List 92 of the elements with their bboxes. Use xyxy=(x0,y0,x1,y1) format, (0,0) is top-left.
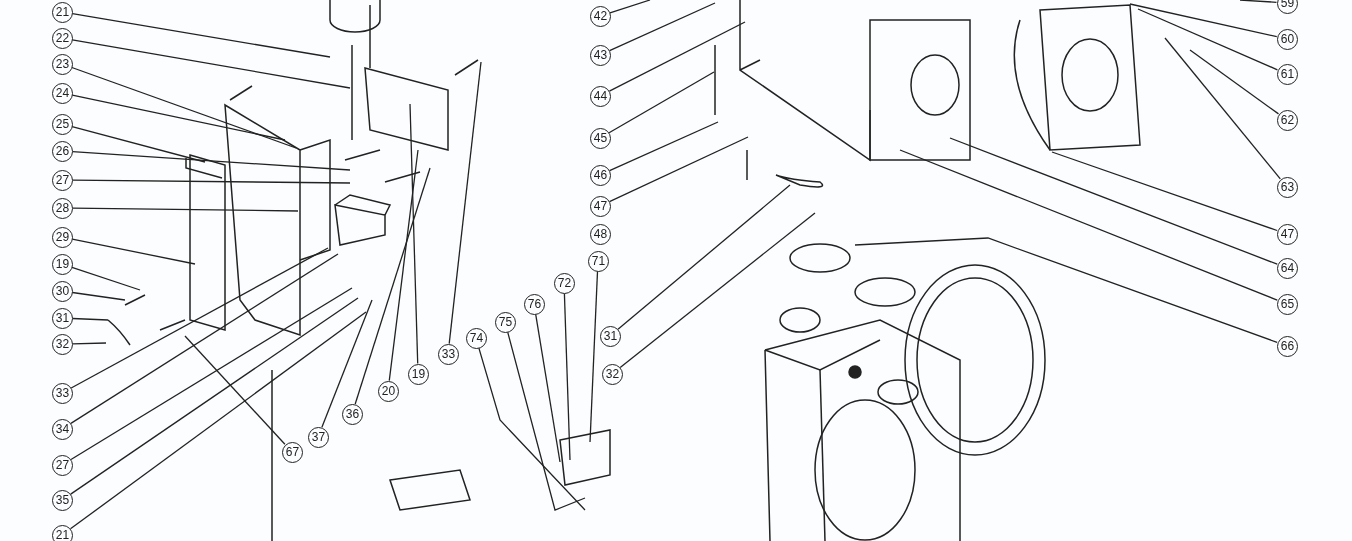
callout-number: 21 xyxy=(52,2,73,23)
callout-number: 64 xyxy=(1277,258,1298,279)
callout-number: 71 xyxy=(588,251,609,272)
callout-number: 62 xyxy=(1277,110,1298,131)
leader-line xyxy=(71,317,109,321)
leader-line xyxy=(1164,37,1281,180)
callout-number: 67 xyxy=(282,442,303,463)
callout-number: 65 xyxy=(1277,294,1298,315)
callout-number: 19 xyxy=(408,364,429,385)
callout-number: 31 xyxy=(52,308,73,329)
callout-number: 27 xyxy=(52,170,73,191)
callout-number: 22 xyxy=(52,28,73,49)
leader-line xyxy=(71,151,351,171)
leader-line xyxy=(1137,8,1279,71)
callout-number: 72 xyxy=(554,273,575,294)
leader-line xyxy=(608,2,716,52)
leader-line xyxy=(71,66,297,149)
callout-number: 63 xyxy=(1277,177,1298,198)
callout-number: 47 xyxy=(1277,224,1298,245)
leader-line xyxy=(409,103,419,365)
leader-line xyxy=(899,149,1278,301)
leader-line xyxy=(589,270,599,443)
leader-line xyxy=(608,71,715,134)
leader-line xyxy=(70,297,359,495)
callout-number: 60 xyxy=(1277,29,1298,50)
leader-line xyxy=(71,13,331,58)
leader-line xyxy=(448,61,482,345)
leader-line xyxy=(617,184,791,330)
callout-number: 31 xyxy=(600,326,621,347)
callout-number: 45 xyxy=(590,128,611,149)
callout-number: 33 xyxy=(52,383,73,404)
leader-line xyxy=(354,167,431,405)
callout-number: 32 xyxy=(602,364,623,385)
leader-line xyxy=(71,266,141,291)
callout-number: 34 xyxy=(52,419,73,440)
leader-line xyxy=(71,39,351,89)
leader-line xyxy=(321,299,373,428)
leader-line xyxy=(70,253,339,425)
callout-number: 25 xyxy=(52,114,73,135)
callout-number: 27 xyxy=(52,455,73,476)
callout-number: 24 xyxy=(52,83,73,104)
callout-number: 33 xyxy=(438,344,459,365)
callout-number: 44 xyxy=(590,86,611,107)
callout-number: 36 xyxy=(342,404,363,425)
leader-line xyxy=(619,212,816,369)
callout-number: 46 xyxy=(590,165,611,186)
leader-line xyxy=(71,238,196,265)
callout-number: 32 xyxy=(52,334,73,355)
callout-number: 26 xyxy=(52,141,73,162)
callout-number: 42 xyxy=(590,6,611,27)
callout-number: 47 xyxy=(590,196,611,217)
leader-line xyxy=(71,207,299,212)
leader-line xyxy=(1239,0,1278,3)
callout-number: 23 xyxy=(52,54,73,75)
leader-line xyxy=(388,149,419,382)
callout-number: 61 xyxy=(1277,64,1298,85)
callout-number: 43 xyxy=(590,45,611,66)
callout-number: 37 xyxy=(308,427,329,448)
callout-number: 35 xyxy=(52,490,73,511)
callout-number: 30 xyxy=(52,281,73,302)
leader-line xyxy=(71,94,286,141)
leader-line xyxy=(1129,3,1278,38)
callout-number: 21 xyxy=(52,525,73,541)
callout-number: 75 xyxy=(495,312,516,333)
leader-line xyxy=(1051,151,1278,232)
callout-number: 74 xyxy=(466,328,487,349)
leader-line xyxy=(69,311,367,530)
leader-line xyxy=(563,292,571,461)
leader-line xyxy=(507,331,586,511)
callout-number: 29 xyxy=(52,227,73,248)
leader-line xyxy=(71,179,351,184)
leader-line xyxy=(1189,49,1280,115)
leader-line xyxy=(609,0,651,14)
leader-line xyxy=(71,126,206,163)
leader-line xyxy=(949,137,1278,265)
leader-line xyxy=(608,136,749,203)
leader-line xyxy=(71,291,126,301)
leader-line xyxy=(854,237,1278,344)
leader-line xyxy=(608,21,746,92)
leader-line xyxy=(608,121,719,172)
leader-line xyxy=(70,247,329,389)
leader-line xyxy=(70,287,353,461)
callout-number: 20 xyxy=(378,381,399,402)
leader-line xyxy=(478,347,586,511)
callout-number: 76 xyxy=(524,294,545,315)
callout-number: 48 xyxy=(590,224,611,245)
callout-number: 19 xyxy=(52,254,73,275)
callout-number: 66 xyxy=(1277,336,1298,357)
leader-line xyxy=(71,342,107,345)
callout-number: 28 xyxy=(52,198,73,219)
leader-line xyxy=(535,313,561,463)
leader-line xyxy=(184,335,286,445)
